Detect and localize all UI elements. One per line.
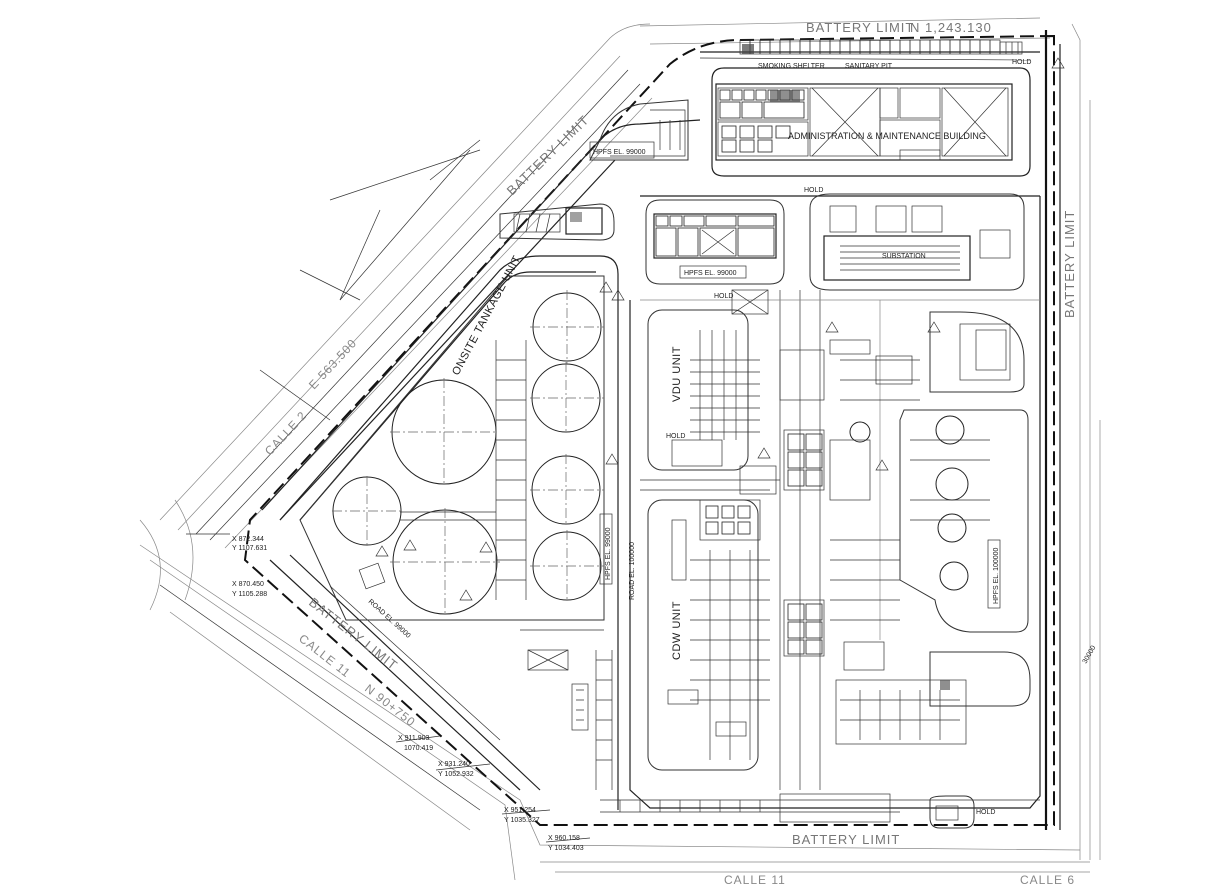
hold-label-central: HOLD bbox=[714, 293, 733, 300]
cdw-unit-label: CDW UNIT bbox=[671, 601, 683, 660]
hpfs-tank-label: HPFS EL. 99000 bbox=[605, 527, 612, 580]
onsite-tankage-area: ONSITE TANKAGE UNIT HPFS EL. 99000 bbox=[299, 254, 613, 631]
battery-limit-line bbox=[243, 30, 1061, 830]
coord-nw-label: E 563.500 bbox=[306, 336, 360, 392]
battery-limit-diag-label: BATTERY LIMIT bbox=[504, 112, 592, 198]
admin-building-block: ADMINISTRATION & MAINTENANCE BUILDING bbox=[715, 83, 1013, 161]
section-label: 30000 bbox=[1082, 645, 1098, 665]
admin-building-label: ADMINISTRATION & MAINTENANCE BUILDING bbox=[788, 131, 986, 141]
coord-6-y: Y 1034.403 bbox=[548, 845, 584, 852]
calle-bottom-label: CALLE 11 bbox=[724, 873, 786, 884]
battery-limit-sw-label: BATTERY LIMIT bbox=[306, 595, 401, 674]
coord-3-x: X 911.903 bbox=[398, 735, 430, 742]
hold-label-south: HOLD bbox=[976, 809, 995, 816]
coord-1-x: X 872.344 bbox=[232, 536, 264, 543]
cdw-unit-area: CDW UNIT bbox=[667, 499, 770, 760]
road-center-label: ROAD EL. 100000 bbox=[629, 542, 636, 600]
smoking-shelter-strip: SMOKING SHELTER SANITARY PIT HOLD bbox=[739, 39, 1031, 70]
coord-5-x: X 951.254 bbox=[504, 807, 536, 814]
vdu-unit-label: VDU UNIT bbox=[671, 346, 683, 402]
coord-5-y: Y 1035.327 bbox=[504, 817, 540, 824]
battery-limit-bottom-label: BATTERY LIMIT bbox=[792, 832, 900, 847]
south-hold-area: HOLD bbox=[600, 793, 1040, 829]
calle-bottom-right-label: CALLE 6 bbox=[1020, 873, 1075, 884]
calle-nw-label: CALLE 2 bbox=[262, 408, 310, 458]
coord-4-x: X 931.240 bbox=[438, 761, 470, 768]
hold-label-substation: HOLD bbox=[804, 187, 823, 194]
hold-label-vdu: HOLD bbox=[666, 433, 685, 440]
substation-label: SUBSTATION bbox=[882, 253, 926, 260]
south-utility-area bbox=[358, 562, 613, 790]
coordinate-tags: X 872.344 Y 1107.631 X 870.450 Y 1105.28… bbox=[186, 533, 591, 852]
external-roads bbox=[139, 17, 1101, 881]
substation-block: SUBSTATION HOLD bbox=[804, 187, 1025, 291]
hold-label-top: HOLD bbox=[1012, 59, 1031, 66]
coord-6-x: X 960.158 bbox=[548, 835, 580, 842]
hpfs-control-label: HPFS EL. 99000 bbox=[684, 270, 737, 277]
sanitary-pit-label: SANITARY PIT bbox=[845, 63, 893, 70]
coord-4-y: Y 1052.932 bbox=[438, 771, 474, 778]
coord-2-y: Y 1105.288 bbox=[232, 591, 267, 598]
coord-2-x: X 870.450 bbox=[232, 581, 264, 588]
hpfs-admin-area: HPFS EL. 99000 bbox=[589, 99, 689, 161]
control-building-block: HPFS EL. 99000 bbox=[645, 199, 785, 285]
hpfs-admin-label: HPFS EL. 99000 bbox=[593, 149, 646, 156]
vdu-unit-area: VDU UNIT HOLD HOLD bbox=[666, 289, 769, 467]
central-process-area: HPFS EL. 100000 bbox=[739, 323, 1011, 745]
battery-limit-top-label: BATTERY LIMIT bbox=[806, 20, 914, 35]
hazard-triangles bbox=[375, 57, 1065, 601]
smoking-shelter-label: SMOKING SHELTER bbox=[758, 63, 825, 70]
coord-1-y: Y 1107.631 bbox=[232, 545, 267, 552]
battery-limit-right-label: BATTERY LIMIT bbox=[1062, 210, 1077, 318]
hpfs-east-label: HPFS EL. 100000 bbox=[993, 547, 1000, 604]
gatehouse-block bbox=[499, 203, 615, 241]
central-road: ROAD EL. 100000 ROAD EL. 99000 bbox=[367, 542, 636, 640]
coord-3-y: 1070.419 bbox=[404, 745, 433, 752]
coord-top-label: N 1,243.130 bbox=[910, 20, 992, 35]
